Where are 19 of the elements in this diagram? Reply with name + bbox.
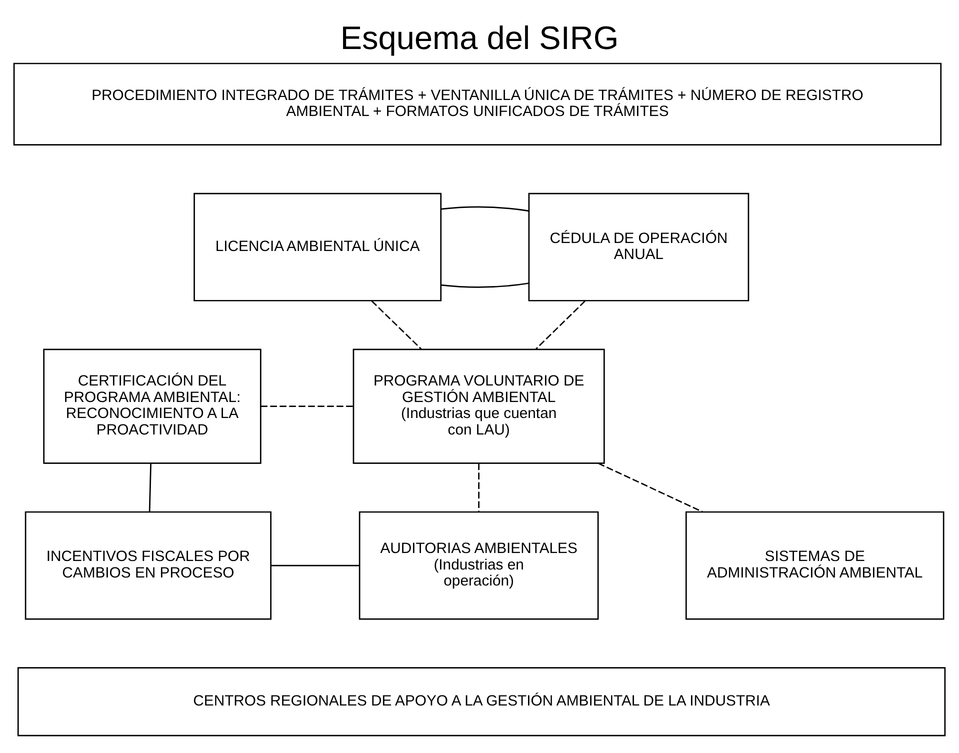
connector (598, 462, 703, 512)
connector (535, 300, 586, 350)
node-box: CERTIFICACIÓN DEL PROGRAMA AMBIENTAL: RECONOCIMIENTO A LA PROACTIVIDAD (43, 348, 262, 464)
node-box: CÉDULA DE OPERACIÓN ANUAL (528, 192, 750, 302)
node-box: INCENTIVOS FISCALES POR CAMBIOS EN PROCESO (24, 511, 272, 620)
connector (441, 206, 529, 212)
connector (441, 282, 529, 288)
node-box: PROGRAMA VOLUNTARIO DE GESTIÓN AMBIENTAL (Industrias que cuentan con LAU) (352, 348, 605, 464)
connector (270, 564, 360, 566)
connector (148, 463, 152, 512)
connector (260, 406, 354, 407)
node-box: SISTEMAS DE ADMINISTRACIÓN AMBIENTAL (685, 511, 944, 620)
connector (478, 463, 480, 512)
node-box: CENTROS REGIONALES DE APOYO A LA GESTIÓN AMBIENTAL DE LA INDUSTRIA (17, 667, 946, 736)
node-box: PROCEDIMIENTO INTEGRADO DE TRÁMITES + VENTANILLA ÚNICA DE TRÁMITES + NÚMERO DE REGISTRO AMBIENTAL + FORMATOS UNIFICADOS DE TRÁMITES (13, 62, 942, 146)
diagram-title: Esquema del SIRG (340, 20, 619, 56)
node-box: LICENCIA AMBIENTAL ÚNICA (194, 192, 442, 302)
node-box: AUDITORIAS AMBIENTALES (Industrias en operación) (358, 511, 599, 620)
connector (371, 300, 422, 350)
